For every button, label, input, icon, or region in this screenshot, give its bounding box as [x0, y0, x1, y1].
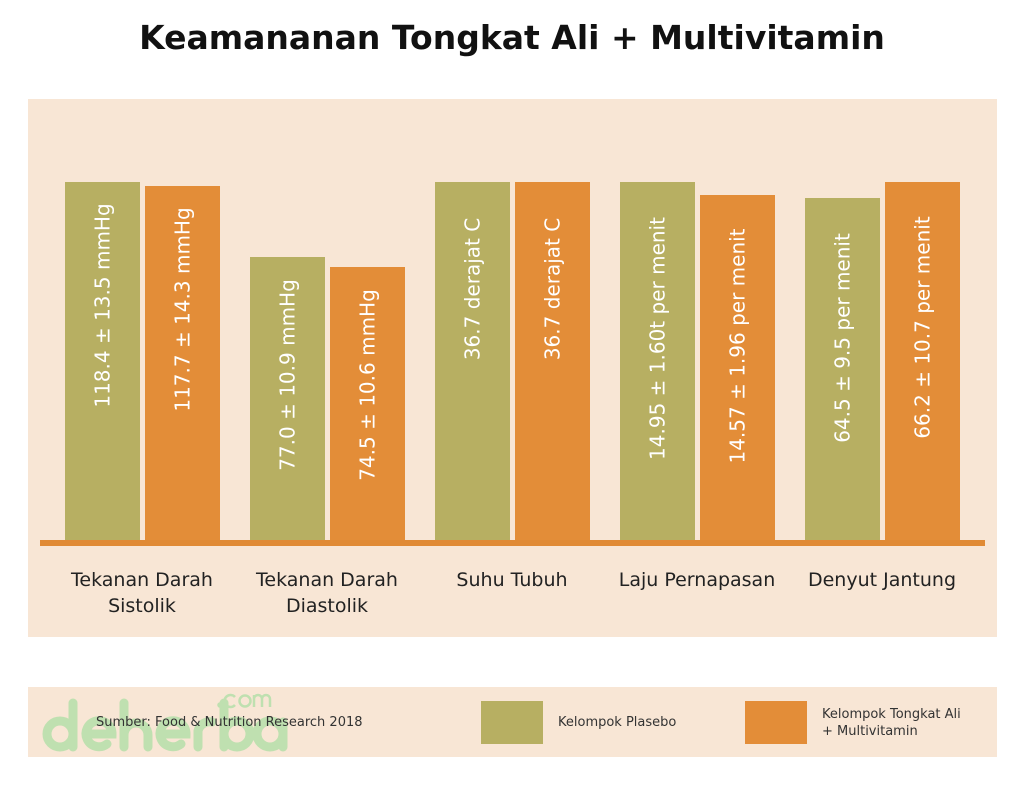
category-label: Tekanan Darah: [255, 569, 398, 591]
legend-label-treatment-line1: Kelompok Tongkat Ali: [822, 707, 961, 722]
bar-placebo: [620, 182, 695, 540]
legend-label-treatment-line2: + Multivitamin: [822, 724, 918, 739]
bar-treatment: [885, 182, 960, 540]
bar-placebo: [65, 182, 140, 540]
category-label: Suhu Tubuh: [456, 569, 567, 591]
bar-value-label: 14.57 ± 1.96 per menit: [726, 228, 750, 463]
source-note: Sumber: Food & Nutrition Research 2018: [96, 715, 363, 730]
bar-value-label: 36.7 derajat C: [541, 218, 565, 360]
chart-title: Keamananan Tongkat Ali + Multivitamin: [139, 18, 885, 57]
watermark-logo: [42, 693, 288, 752]
bar-value-label: 74.5 ± 10.6 mmHg: [356, 289, 380, 481]
bar-placebo: [805, 198, 880, 540]
bar-value-label: 14.95 ± 1.60t per menit: [646, 217, 670, 460]
legend-label-placebo: Kelompok Plasebo: [558, 715, 677, 730]
bar-value-label: 117.7 ± 14.3 mmHg: [171, 207, 195, 411]
bar-chart: 118.4 ± 13.5 mmHg 117.7 ± 14.3 mmHgTekana…: [40, 182, 985, 617]
category-label: Diastolik: [286, 595, 368, 617]
x-axis-baseline: [40, 540, 985, 546]
category-label: Tekanan Darah: [70, 569, 213, 591]
legend-label-treatment: Kelompok Tongkat Ali + Multivitamin: [822, 706, 961, 740]
bar-value-label: 64.5 ± 9.5 per menit: [831, 233, 855, 443]
bar-value-label: 77.0 ± 10.9 mmHg: [276, 279, 300, 471]
legend: Sumber: Food & Nutrition Research 2018 K…: [28, 687, 997, 757]
bar-treatment: [145, 186, 220, 540]
bar-value-label: 66.2 ± 10.7 per menit: [911, 216, 935, 438]
category-label: Sistolik: [108, 595, 176, 617]
bar-placebo: [250, 257, 325, 540]
bar-treatment: [330, 267, 405, 540]
category-label: Laju Pernapasan: [619, 569, 776, 591]
bar-placebo: [435, 182, 510, 540]
bar-treatment: [515, 182, 590, 540]
legend-swatch-treatment: [745, 701, 807, 744]
legend-swatch-placebo: [481, 701, 543, 744]
bar-value-label: 118.4 ± 13.5 mmHg: [91, 203, 115, 407]
bar-value-label: 36.7 derajat C: [461, 218, 485, 360]
bar-treatment: [700, 195, 775, 540]
category-label: Denyut Jantung: [808, 569, 956, 591]
